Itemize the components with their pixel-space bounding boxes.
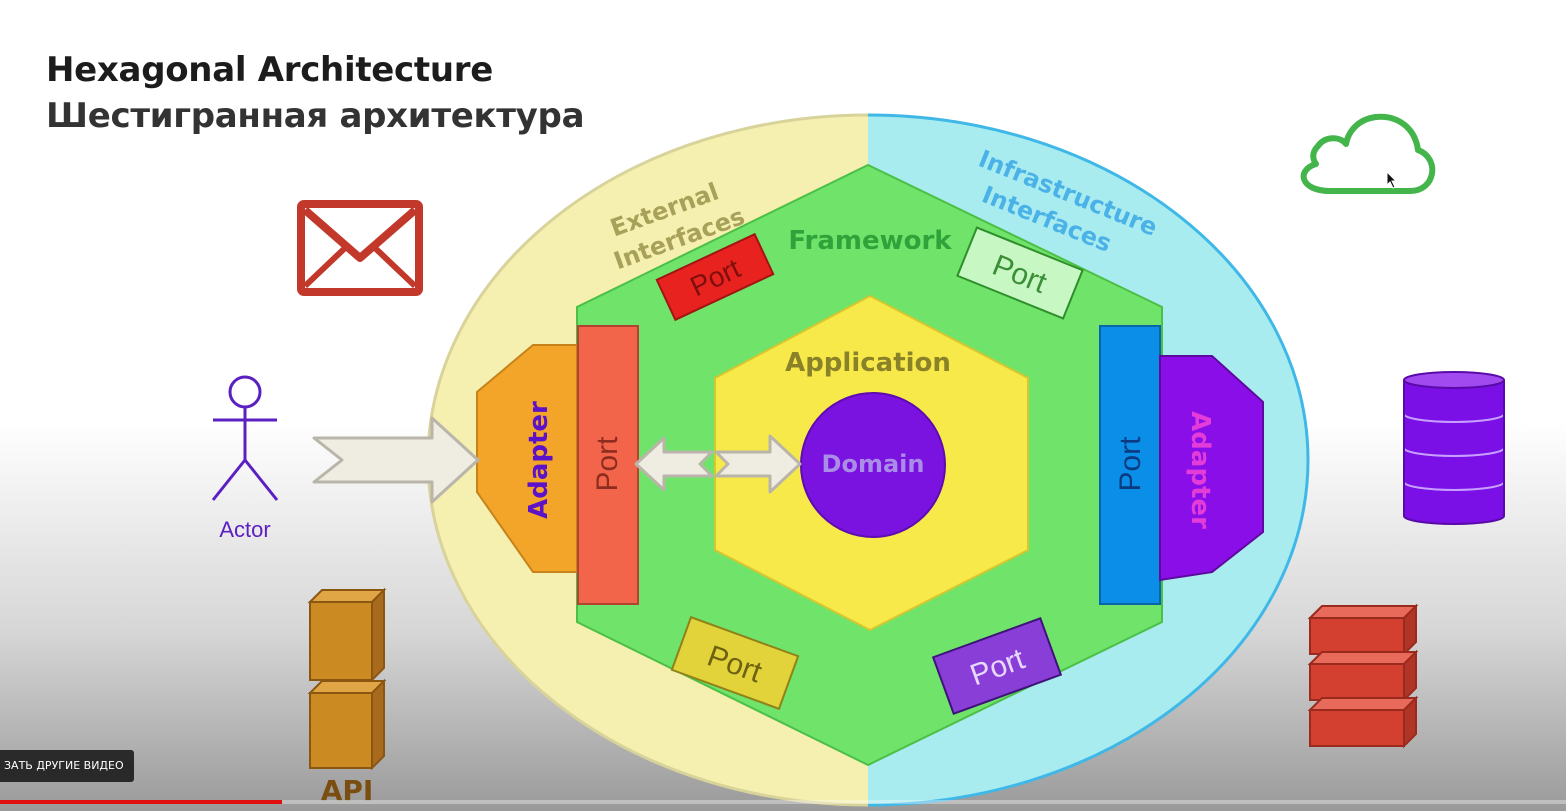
page-subtitle: Шестигранная архитектура (46, 96, 585, 136)
port-top-right: Port (956, 226, 1084, 320)
port-right-label: Port (1114, 436, 1147, 492)
adapter-left-label: Adapter (524, 401, 554, 519)
envelope-icon (297, 200, 423, 296)
port-domain-arrow (634, 434, 802, 494)
page-title: Hexagonal Architecture (46, 50, 493, 90)
port-bottom-right: Port (931, 617, 1063, 715)
database-icon (1403, 371, 1505, 525)
video-progress-fill (0, 800, 282, 804)
stacked-cubes-icon (307, 587, 387, 771)
more-videos-button[interactable]: ЗАТЬ ДРУГИЕ ВИДЕО (0, 750, 134, 782)
port-left-label: Port (591, 436, 624, 492)
port-bottom-left: Port (670, 615, 800, 711)
mouse-cursor-icon (1386, 171, 1398, 189)
cloud-icon (1300, 113, 1436, 194)
framework-label: Framework (788, 226, 952, 256)
application-label: Application (785, 348, 951, 378)
video-progress-bar[interactable] (0, 800, 1566, 804)
actor-label: Actor (219, 517, 270, 542)
api-label: API (321, 774, 374, 807)
adapter-right (1159, 355, 1264, 582)
adapter-right-label: Adapter (1185, 411, 1215, 529)
stick-figure-icon (211, 375, 279, 501)
actor-to-adapter-arrow (312, 416, 480, 504)
stacked-blocks-icon (1307, 603, 1419, 749)
domain-label: Domain (822, 450, 925, 478)
